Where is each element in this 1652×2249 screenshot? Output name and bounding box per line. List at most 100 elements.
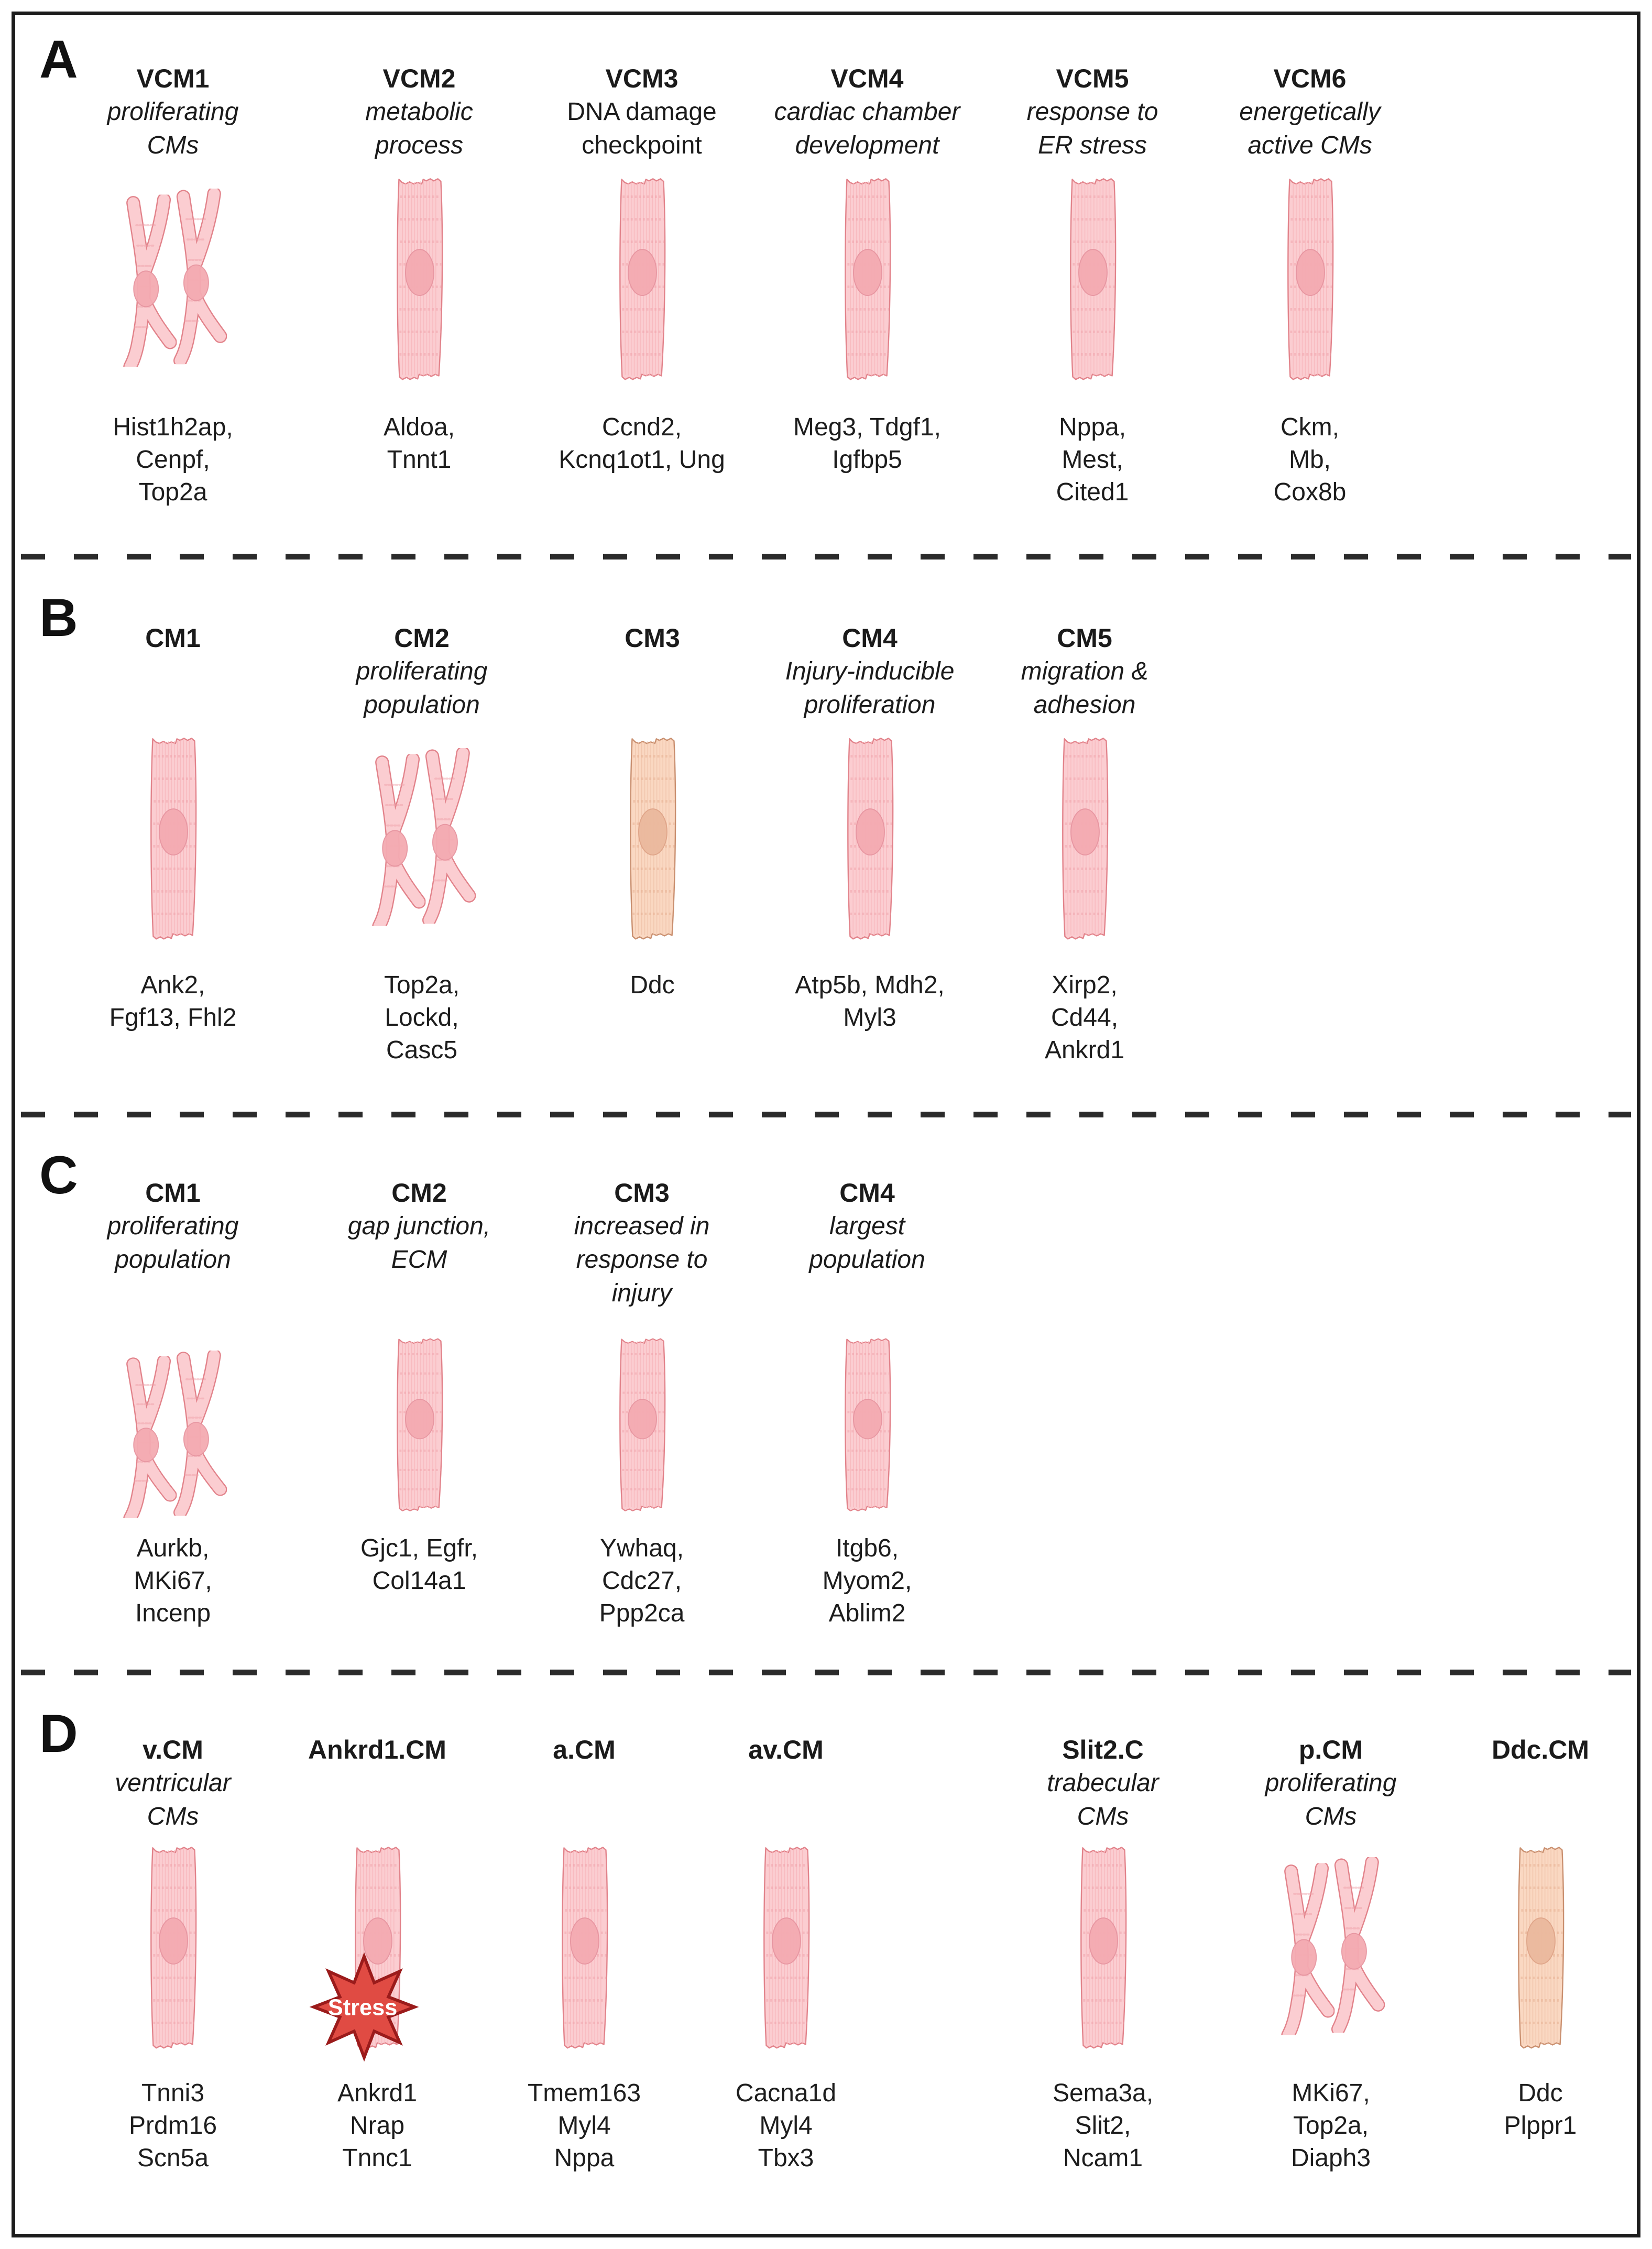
cardiomyocyte-icon — [1065, 165, 1120, 385]
cardiomyocyte-icon — [839, 1327, 895, 1516]
cluster-title: CM4 — [839, 1178, 895, 1208]
cluster-vcm1: VCM1 proliferating CMs Hist1h2ap, Cenpf,… — [60, 12, 286, 554]
marker-genes: Itgb6, Myom2, Ablim2 — [822, 1534, 912, 1627]
marker-genes: Ywhaq, Cdc27, Ppp2ca — [599, 1534, 685, 1627]
dashed-separator — [21, 1670, 1631, 1675]
cluster-title: Slit2.C — [1062, 1735, 1144, 1764]
panel-label-a: A — [39, 29, 78, 89]
marker-genes: Ddc Plppr1 — [1504, 2079, 1577, 2140]
cardiomyocyte-icon — [842, 725, 898, 945]
cardiomyocyte-icon — [1057, 725, 1112, 945]
marker-genes: Ank2, Fgf13, Fhl2 — [109, 971, 237, 1032]
proliferating-cardiomyocytes-icon — [118, 189, 228, 367]
cluster-ddccm: Ddc.CM Ddc Plppr1 — [1441, 1675, 1640, 2234]
cluster-subtitle: Injury-inducible proliferation — [785, 657, 955, 719]
marker-genes: Aldoa, Tnnt1 — [383, 413, 455, 474]
cluster-title: CM4 — [842, 623, 898, 653]
cluster-title: Ankrd1.CM — [308, 1735, 446, 1764]
cluster-title: CM1 — [145, 1178, 201, 1208]
marker-genes: Gjc1, Egfr, Col14a1 — [360, 1534, 478, 1595]
panel-d: v.CM ventricular CMs Tnni3 Prdm16 Scn5a … — [12, 1675, 1640, 2234]
cluster-c-cm4: CM4 largest population Itgb6, Myom2, Abl… — [754, 1117, 980, 1670]
panel-label-c: C — [39, 1145, 78, 1205]
panel-label-d: D — [39, 1704, 78, 1763]
cluster-title: VCM4 — [830, 64, 904, 93]
marker-genes: Sema3a, Slit2, Ncam1 — [1052, 2079, 1154, 2172]
cardiomyocyte-icon — [1075, 1834, 1131, 2054]
cluster-c-cm1: CM1 proliferating population Aurkb, MKi6… — [60, 1117, 286, 1670]
marker-genes: Hist1h2ap, Cenpf, Top2a — [113, 413, 233, 506]
marker-genes: Atp5b, Mdh2, Myl3 — [795, 971, 945, 1032]
cluster-title: VCM3 — [605, 64, 679, 93]
marker-genes: Ddc — [630, 971, 675, 999]
cluster-subtitle: response to ER stress — [1026, 98, 1158, 159]
cardiomyocyte-icon — [556, 1834, 612, 2054]
cardiomyocyte-icon — [391, 1327, 447, 1516]
cluster-subtitle: proliferating CMs — [1265, 1769, 1397, 1830]
ddc-cardiomyocyte-icon — [625, 725, 680, 945]
cluster-title: v.CM — [143, 1735, 203, 1764]
cluster-vcm4: VCM4 cardiac chamber development Meg3, T… — [754, 12, 980, 554]
cluster-title: CM2 — [394, 623, 450, 653]
cluster-subtitle: cardiac chamber development — [774, 98, 960, 159]
cluster-title: VCM1 — [136, 64, 210, 93]
marker-genes: Cacna1d Myl4 Tbx3 — [735, 2079, 837, 2172]
cluster-slit2c: Slit2.C trabecular CMs Sema3a, Slit2, Nc… — [1003, 1675, 1202, 2234]
cluster-vcm2: VCM2 metabolic process Aldoa, Tnnt1 — [307, 12, 532, 554]
marker-genes: Ccnd2, Kcnq1ot1, Ung — [559, 413, 725, 474]
cluster-title: CM1 — [145, 623, 201, 653]
cluster-b-cm2: CM2 proliferating population Top2a, Lock… — [309, 559, 534, 1112]
marker-genes: Tnni3 Prdm16 Scn5a — [128, 2079, 217, 2172]
panel-c: CM1 proliferating population Aurkb, MKi6… — [12, 1117, 1640, 1670]
cardiomyocyte-icon — [614, 165, 670, 385]
marker-genes: Xirp2, Cd44, Ankrd1 — [1044, 971, 1125, 1064]
marker-genes: Nppa, Mest, Cited1 — [1056, 413, 1129, 506]
cardiomyocyte-icon — [391, 165, 447, 385]
cardiomyocyte-icon — [839, 165, 895, 385]
panel-label-b: B — [39, 588, 78, 648]
cluster-subtitle: largest population — [809, 1212, 925, 1274]
cluster-vcm5: VCM5 response to ER stress Nppa, Mest, C… — [980, 12, 1205, 554]
cluster-vcm3: VCM3 DNA damage checkpoint Ccnd2, Kcnq1o… — [529, 12, 754, 554]
cluster-title: p.CM — [1298, 1735, 1363, 1764]
cluster-subtitle: increased in response to injury — [574, 1212, 710, 1307]
cluster-title: VCM2 — [382, 64, 456, 93]
cluster-b-cm1: CM1 Ank2, Fgf13, Fhl2 — [60, 559, 286, 1112]
marker-genes: Meg3, Tdgf1, Igfbp5 — [793, 413, 941, 474]
marker-genes: Top2a, Lockd, Casc5 — [384, 971, 460, 1064]
cardiomyocyte-icon — [145, 1834, 201, 2054]
cluster-title: CM2 — [391, 1178, 447, 1208]
cluster-pcm: p.CM proliferating CMs MKi67, Top2a, Dia… — [1231, 1675, 1430, 2234]
cluster-b-cm3: CM3 Ddc — [540, 559, 765, 1112]
cardiomyocyte-icon — [614, 1327, 670, 1516]
ddc-cardiomyocyte-icon — [1513, 1834, 1568, 2054]
cluster-title: CM3 — [625, 623, 680, 653]
cluster-subtitle: proliferating population — [107, 1212, 239, 1274]
cluster-subtitle: energetically active CMs — [1239, 98, 1381, 159]
proliferating-cardiomyocytes-icon — [118, 1351, 228, 1518]
stress-burst-icon: Stress — [307, 1951, 422, 2063]
panel-a: VCM1 proliferating CMs Hist1h2ap, Cenpf,… — [12, 12, 1640, 554]
panel-b: CM1 Ank2, Fgf13, Fhl2 CM2 proliferating … — [12, 559, 1640, 1112]
cluster-title: av.CM — [748, 1735, 824, 1764]
cluster-c-cm3: CM3 increased in response to injury Ywha… — [529, 1117, 754, 1670]
cardiomyocyte-icon — [1282, 165, 1338, 385]
cluster-subtitle: migration & adhesion — [1021, 657, 1148, 719]
marker-genes: Tmem163 Myl4 Nppa — [527, 2079, 641, 2172]
marker-genes: Aurkb, MKi67, Incenp — [134, 1534, 212, 1627]
cluster-subtitle: gap junction, ECM — [347, 1212, 491, 1274]
cluster-title: CM3 — [614, 1178, 670, 1208]
cluster-title: Ddc.CM — [1491, 1735, 1590, 1764]
cluster-title: CM5 — [1057, 623, 1112, 653]
cardiomyocyte-icon — [145, 725, 201, 945]
dashed-separator — [21, 554, 1631, 559]
stress-label: Stress — [328, 1995, 398, 2020]
cluster-b-cm5: CM5 migration & adhesion Xirp2, Cd44, An… — [972, 559, 1197, 1112]
cluster-title: VCM5 — [1056, 64, 1129, 93]
cluster-title: VCM6 — [1273, 64, 1347, 93]
marker-genes: Ankrd1 Nrap Tnnc1 — [337, 2079, 418, 2172]
cluster-c-cm2: CM2 gap junction, ECM Gjc1, Egfr, Col14a… — [307, 1117, 532, 1670]
cluster-subtitle: proliferating CMs — [107, 98, 239, 159]
cluster-subtitle: DNA damage checkpoint — [567, 98, 717, 159]
